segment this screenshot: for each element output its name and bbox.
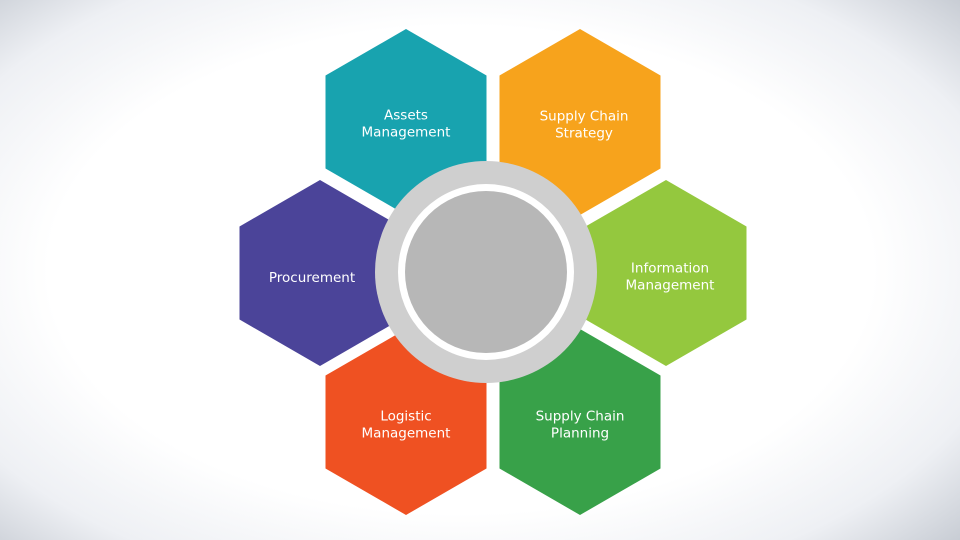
hexagon-label-procurement: Procurement (269, 270, 355, 286)
hexagon-shape-information (585, 180, 747, 366)
hexagon-shape-procurement (239, 180, 401, 366)
hexagon-label-line: Supply Chain (536, 409, 625, 425)
hexagon-label-line: Management (362, 125, 451, 141)
hexagon-label-line: Information (631, 261, 709, 277)
center-inner-disc (405, 191, 567, 353)
hexagon-procurement: Procurement (239, 180, 401, 366)
hexagon-label-line: Management (626, 278, 715, 294)
hexagon-label-line: Strategy (555, 126, 613, 142)
hexagon-label-line: Assets (384, 108, 428, 124)
hexagon-shape-strategy (499, 29, 661, 215)
hexagon-label-line: Procurement (269, 270, 355, 286)
hexagon-shape-planning (499, 329, 661, 515)
hexagon-label-line: Supply Chain (540, 109, 629, 125)
hexagon-label-line: Planning (551, 426, 609, 442)
hexagon-label-line: Management (362, 426, 451, 442)
center-circle (375, 161, 597, 383)
hexagon-label-line: Logistic (380, 409, 431, 425)
